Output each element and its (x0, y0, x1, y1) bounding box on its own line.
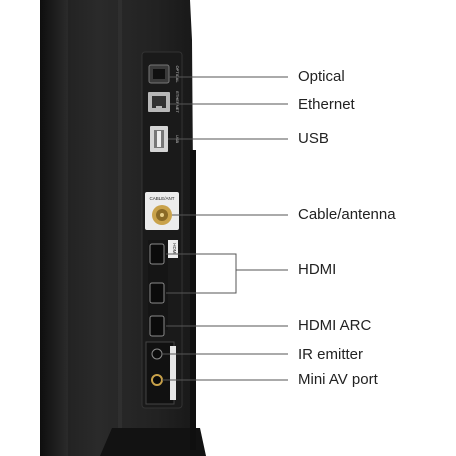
hdmi-port-1 (149, 243, 165, 265)
label-hdmi: HDMI (298, 261, 337, 278)
hdmi-port-2 (149, 282, 165, 304)
cable-antenna-port: CABLE/ANT (145, 192, 179, 230)
label-mini-av-port: Mini AV port (298, 371, 378, 388)
ir-emitter-port (151, 348, 163, 360)
label-cable-antenna: Cable/antenna (298, 206, 396, 223)
label-ethernet: Ethernet (298, 96, 355, 113)
ethernet-port-tag: ETHERNET (175, 91, 180, 113)
mini-av-port (151, 374, 163, 386)
leader-hdmi-2 (166, 270, 237, 294)
label-ir-emitter: IR emitter (298, 346, 364, 363)
hdmi-ports: HDMI (148, 240, 178, 337)
hdmi-port-tag: HDMI (172, 243, 177, 255)
optical-port-tag: OPTICAL (175, 65, 180, 83)
ethernet-port: ETHERNET (148, 91, 180, 113)
cable-port-tag: CABLE/ANT (149, 196, 174, 201)
optical-port: OPTICAL (148, 64, 180, 84)
label-hdmi-arc: HDMI ARC (298, 317, 372, 334)
leader-lines (162, 76, 288, 381)
label-optical: Optical (298, 68, 345, 85)
label-usb: USB (298, 130, 329, 147)
ir-av-ports (145, 341, 176, 405)
leader-hdmi-1 (166, 253, 237, 270)
hdmi-arc-port (149, 315, 165, 337)
